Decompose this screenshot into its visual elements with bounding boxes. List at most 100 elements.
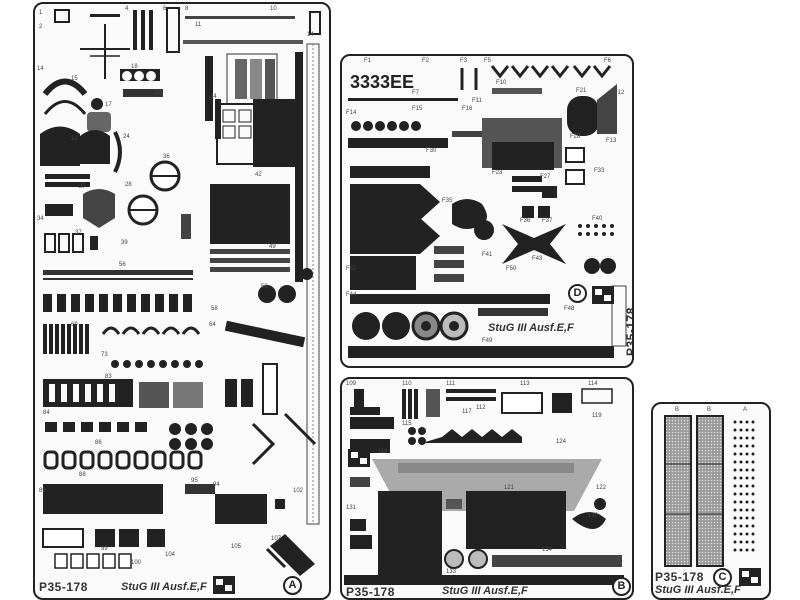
part-number: 37 (75, 230, 82, 236)
fret-code: P35-178 (346, 585, 395, 599)
part-number: 113 (520, 381, 530, 387)
part-number: B (707, 407, 712, 413)
part-number: 14 (307, 32, 314, 38)
fret-b-parts (344, 388, 624, 585)
part-number: 58 (211, 306, 218, 312)
fret-model: StuG III Ausf.E,F (121, 581, 207, 593)
part-number: F12 (614, 90, 625, 96)
part-number: 110 (402, 381, 412, 387)
part-number: 4 (125, 6, 129, 12)
fret-letter-b: B (612, 577, 631, 596)
part-number: F10 (496, 80, 507, 86)
part-number: 6 (163, 6, 167, 12)
part-number: F6 (604, 58, 612, 64)
part-number: F23 (492, 170, 503, 176)
part-number: 24 (123, 134, 130, 140)
part-number: 73 (101, 352, 108, 358)
part-number: 53 (261, 284, 268, 290)
part-number: 17 (105, 102, 112, 108)
part-number: F27 (540, 174, 551, 180)
part-number: F11 (472, 98, 482, 104)
fret-a-parts (40, 7, 321, 576)
part-number: 99 (101, 546, 108, 552)
part-number: 20 (155, 90, 162, 96)
fret-letter-a: A (283, 576, 302, 595)
fret-d-parts: 3333EE (348, 65, 627, 358)
part-number: 118 (378, 449, 388, 455)
part-number: 2 (39, 24, 43, 30)
part-number: F5 (484, 58, 492, 64)
part-number: F36 (520, 218, 531, 224)
manufacturer-logo (213, 576, 235, 594)
fret-model: StuG III Ausf.E,F (442, 585, 528, 597)
part-number: A (743, 407, 748, 413)
part-number: 8 (185, 6, 189, 12)
part-number: 104 (165, 552, 176, 558)
manufacturer-logo (739, 568, 761, 586)
fret-c: B B A P35-178 C StuG III Ausf.E,F (651, 402, 771, 600)
part-number: 1 (39, 10, 43, 16)
part-number: F48 (564, 306, 575, 312)
part-number: 88 (79, 472, 86, 478)
part-number: F21 (576, 88, 587, 94)
part-number: 112 (476, 405, 486, 411)
part-number: F15 (412, 106, 423, 112)
part-number: 117 (462, 409, 472, 415)
part-number: F41 (482, 252, 493, 258)
part-number: F42 (346, 266, 357, 272)
part-number: F28 (570, 134, 581, 140)
svg-text:3333EE: 3333EE (350, 72, 414, 92)
part-number: 11 (195, 22, 202, 28)
part-number: 109 (346, 381, 357, 387)
part-number: 22 (71, 136, 78, 142)
part-number: 10 (270, 6, 277, 12)
fret-model: StuG III Ausf.E,F (488, 322, 574, 334)
part-number: 94 (213, 482, 220, 488)
part-number: 121 (504, 485, 515, 491)
fret-code: P35-178 (655, 570, 704, 584)
fret-code: P35-178 (39, 580, 88, 594)
manufacturer-logo (348, 449, 370, 467)
part-number: 89 (39, 488, 46, 494)
part-number: 27 (79, 184, 86, 190)
manufacturer-logo (592, 286, 614, 304)
part-number: 95 (191, 478, 198, 484)
part-number: B (675, 407, 680, 413)
part-number: 83 (105, 374, 112, 380)
part-number: F3 (460, 58, 468, 64)
part-number: F44 (346, 292, 357, 298)
part-number: 36 (163, 154, 170, 160)
part-number: F50 (506, 266, 517, 272)
part-number: F13 (606, 138, 617, 144)
part-number: F37 (542, 218, 553, 224)
part-number: 134 (542, 547, 553, 553)
part-number: 115 (402, 421, 412, 427)
part-number: 49 (269, 244, 276, 250)
part-number: 131 (346, 505, 357, 511)
part-number: 18 (131, 64, 138, 70)
part-number: 122 (596, 485, 607, 491)
part-number: F30 (426, 148, 437, 154)
part-number: F2 (422, 58, 430, 64)
part-number: 84 (43, 410, 50, 416)
part-number: 34 (37, 216, 44, 222)
part-number: 39 (121, 240, 128, 246)
fret-d: 3333EE (340, 54, 634, 368)
part-number: 100 (131, 560, 142, 566)
part-number: 111 (446, 381, 456, 387)
fret-model: StuG III Ausf.E,F (655, 584, 741, 596)
part-number: 56 (119, 262, 126, 268)
part-number: F7 (412, 90, 420, 96)
part-number: F16 (462, 106, 473, 112)
part-number: F33 (594, 168, 605, 174)
fret-b: 109 110 111 112 113 114 115 117 118 119 … (340, 377, 634, 600)
part-number: 86 (95, 440, 102, 446)
part-number: F40 (592, 216, 603, 222)
part-number: F49 (482, 338, 493, 344)
part-number: F35 (442, 198, 453, 204)
part-number: 107 (271, 536, 282, 542)
part-number: 28 (125, 182, 132, 188)
part-number: F14 (346, 110, 357, 116)
part-number: 102 (293, 488, 304, 494)
part-number: F43 (532, 256, 543, 262)
